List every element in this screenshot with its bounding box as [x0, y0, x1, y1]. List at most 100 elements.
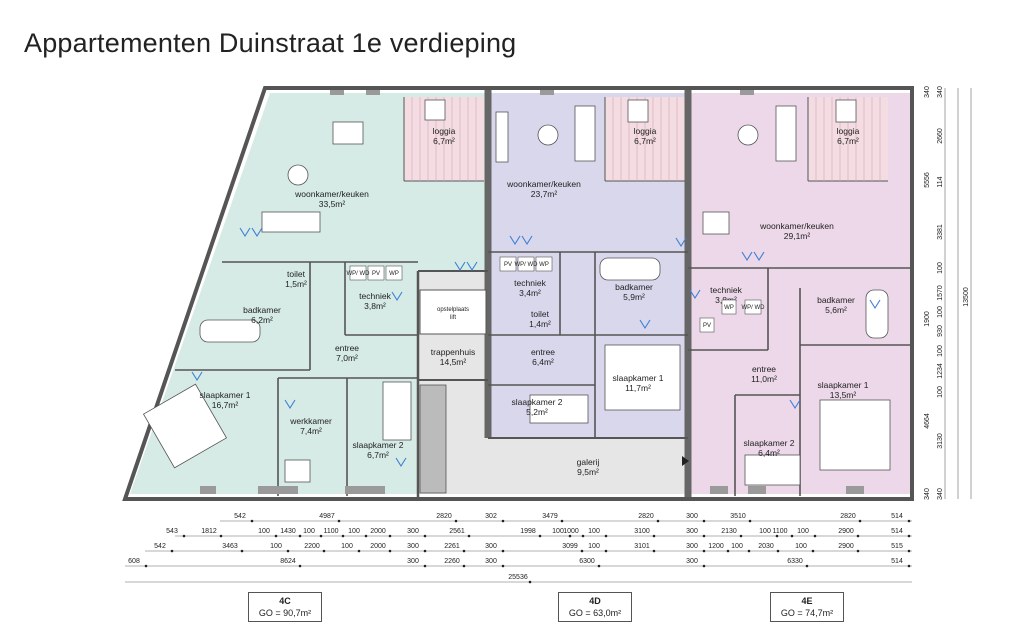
dimension-tick: [726, 549, 730, 553]
dimension-tick: [501, 549, 505, 553]
window-frame: [710, 486, 728, 494]
dimension-label: 300: [407, 558, 419, 565]
window-frame: [200, 486, 216, 494]
dimension-tick: [423, 564, 427, 568]
dimension-label: 1234: [937, 363, 944, 379]
dimension-tick: [274, 534, 278, 538]
sofa-4c: [261, 211, 321, 233]
unit-code: 4E: [801, 596, 813, 606]
dimension-label: 114: [937, 176, 944, 187]
dimension-label: 542: [154, 543, 166, 550]
dimension-label: 1900: [924, 311, 931, 327]
fixture-icon: [741, 251, 765, 262]
dimension-label: 1100: [323, 528, 338, 535]
outer-wall: [122, 86, 914, 501]
dimension-label: 515: [891, 543, 903, 550]
dimension-tick: [322, 549, 326, 553]
fixture-icon: [869, 299, 881, 310]
dimension-label: 100: [348, 528, 360, 535]
bed-4d-2: [529, 394, 589, 424]
dimension-label: 1998: [520, 528, 536, 535]
sofa-4e: [775, 105, 797, 162]
dimension-label: 100: [795, 543, 807, 550]
dimension-tick: [528, 580, 532, 584]
dimension-label: 1000: [563, 528, 579, 535]
window-frame: [740, 90, 754, 95]
appliance-label: WP: [389, 271, 399, 277]
appliance-label: PV: [504, 262, 512, 268]
fixture-icon: [391, 291, 403, 302]
sanitary-fixtures: [191, 227, 881, 468]
stair: [419, 384, 447, 494]
dimension-label: 2820: [436, 513, 452, 520]
unit-code: 4D: [589, 596, 601, 606]
dimension-label: 2030: [758, 543, 774, 550]
dimension-label: 3479: [542, 513, 558, 520]
dimension-tick: [501, 564, 505, 568]
dimension-label: 2261: [444, 543, 460, 550]
dimension-tick: [462, 549, 466, 553]
dimension-tick: [182, 534, 186, 538]
dimension-tick: [739, 534, 743, 538]
dimension-tick: [388, 534, 392, 538]
dimension-label: 100: [258, 528, 270, 535]
bed-4e-1: [819, 399, 891, 471]
dimension-label: 930: [937, 325, 944, 337]
dimension-tick: [581, 534, 585, 538]
dimension-tick: [702, 564, 706, 568]
dimension-tick: [652, 534, 656, 538]
dining-table-4c: [332, 121, 364, 145]
vertical-dimensions: 3402660114338110015701009301001234100313…: [924, 86, 970, 500]
appliance-box: [385, 265, 403, 281]
dimension-tick: [286, 549, 290, 553]
dimension-tick: [170, 549, 174, 553]
appliance-box: [517, 256, 535, 272]
dimension-label: 1812: [201, 528, 217, 535]
bed-4c-1: [142, 383, 228, 469]
table-loggia-4d: [627, 99, 649, 123]
dimension-tick: [423, 549, 427, 553]
walls: [122, 86, 914, 501]
loggia-hatch-4e: [815, 97, 881, 181]
window-frame: [330, 90, 344, 95]
dimension-label: 1430: [280, 528, 296, 535]
dimension-tick: [219, 534, 223, 538]
dimension-tick: [240, 549, 244, 553]
appliance-box: [367, 265, 385, 281]
kitchen-4d: [495, 111, 509, 163]
dimension-label: 608: [128, 558, 140, 565]
appliance-box: [699, 317, 715, 333]
dimension-tick: [790, 534, 794, 538]
dimension-label: 340: [924, 86, 931, 98]
dimension-label: 3510: [730, 513, 746, 520]
dimension-label: 542: [234, 513, 246, 520]
dimension-label: 2820: [638, 513, 654, 520]
dimension-tick: [467, 534, 471, 538]
lamp-4e: [737, 124, 759, 146]
dimension-tick: [702, 534, 706, 538]
dimension-label: 1200: [708, 543, 724, 550]
dimension-tick: [560, 519, 564, 523]
dimension-label: 2561: [449, 528, 465, 535]
fixture-icon: [395, 457, 407, 468]
dimension-label: 2000: [370, 543, 386, 550]
dimension-label: 100: [937, 386, 944, 398]
appliance-label: WP/ WD: [515, 262, 539, 268]
table-loggia-4e: [835, 99, 857, 123]
bathtub-4e: [865, 289, 889, 339]
dimension-tick: [298, 564, 302, 568]
dimension-label: 3099: [562, 543, 578, 550]
dimension-tick: [702, 519, 706, 523]
